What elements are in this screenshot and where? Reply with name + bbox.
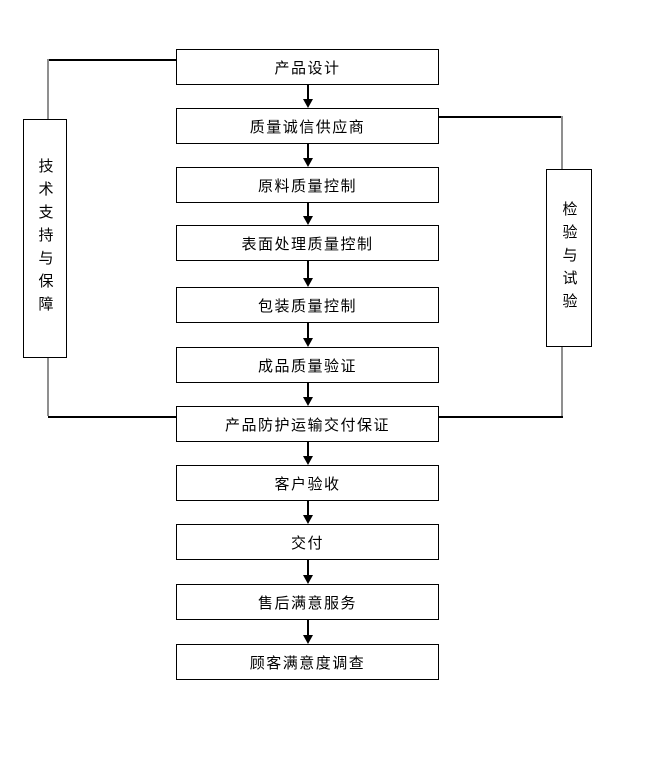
connector-line-right-bottom-horizontal: [439, 416, 563, 418]
arrow-down-icon: [302, 620, 313, 644]
arrow-head: [302, 397, 313, 406]
arrow-head: [302, 158, 313, 167]
flow-box-customer-satisfaction-survey: 顾客满意度调查: [176, 644, 439, 680]
arrow-down-icon: [302, 144, 313, 167]
side-box-label: 检验与试验: [560, 200, 577, 316]
flow-box-delivery: 交付: [176, 524, 439, 560]
connector-line-left-bottom-horizontal: [48, 416, 176, 418]
flow-box-surface-treatment-quality-control: 表面处理质量控制: [176, 225, 439, 261]
arrow-down-icon: [302, 261, 313, 287]
flow-box-customer-acceptance: 客户验收: [176, 465, 439, 501]
arrow-stem: [306, 383, 309, 397]
side-box-technical-support-guarantee: 技术支持与保障: [23, 119, 67, 358]
arrow-down-icon: [302, 442, 313, 465]
arrow-stem: [306, 323, 309, 338]
connector-line-left-top-vertical: [47, 59, 49, 119]
arrow-head: [302, 456, 313, 465]
connector-line-right-top-vertical: [561, 116, 563, 169]
arrow-down-icon: [302, 203, 313, 225]
connector-line-left-top-horizontal: [48, 59, 176, 61]
flow-box-finished-product-quality-verification: 成品质量验证: [176, 347, 439, 383]
arrow-stem: [306, 442, 309, 456]
flow-box-packaging-quality-control: 包装质量控制: [176, 287, 439, 323]
flow-box-raw-material-quality-control: 原料质量控制: [176, 167, 439, 203]
side-box-inspection-and-testing: 检验与试验: [546, 169, 592, 347]
arrow-stem: [306, 144, 309, 158]
arrow-stem: [306, 261, 309, 278]
flow-box-product-design: 产品设计: [176, 49, 439, 85]
arrow-head: [302, 99, 313, 108]
arrow-down-icon: [302, 383, 313, 406]
flow-box-quality-integrity-supplier: 质量诚信供应商: [176, 108, 439, 144]
arrow-stem: [306, 501, 309, 515]
arrow-head: [302, 575, 313, 584]
arrow-down-icon: [302, 501, 313, 524]
arrow-stem: [306, 560, 309, 575]
arrow-head: [302, 635, 313, 644]
arrow-stem: [306, 620, 309, 635]
arrow-down-icon: [302, 323, 313, 347]
arrow-down-icon: [302, 85, 313, 108]
flow-box-product-protection-transport-delivery-guarantee: 产品防护运输交付保证: [176, 406, 439, 442]
connector-line-left-bottom-vertical: [47, 358, 49, 416]
side-box-label: 技术支持与保障: [36, 158, 53, 319]
arrow-head: [302, 515, 313, 524]
arrow-head: [302, 278, 313, 287]
connector-line-right-bottom-vertical: [561, 347, 563, 416]
arrow-stem: [306, 85, 309, 99]
connector-line-right-top-horizontal: [439, 116, 562, 118]
arrow-head: [302, 338, 313, 347]
arrow-stem: [306, 203, 309, 216]
flow-box-after-sales-satisfaction-service: 售后满意服务: [176, 584, 439, 620]
arrow-head: [302, 216, 313, 225]
arrow-down-icon: [302, 560, 313, 584]
